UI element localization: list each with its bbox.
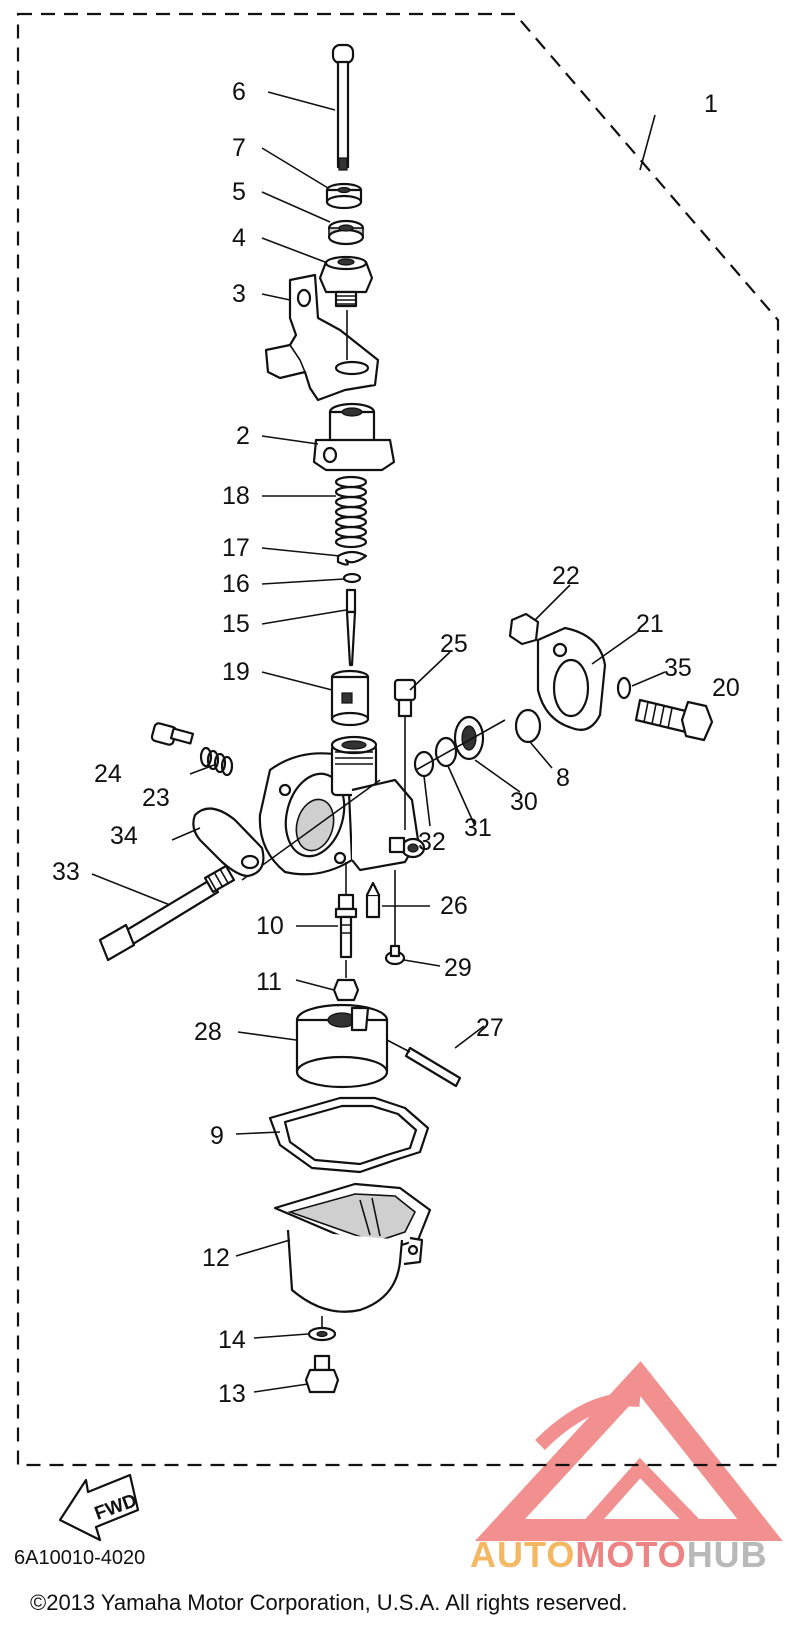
part-14-washer	[307, 1326, 337, 1342]
callout-2: 2	[236, 422, 250, 450]
callout-31: 31	[464, 814, 492, 842]
callout-32: 32	[418, 828, 446, 856]
part-2-chamber-top	[312, 402, 396, 472]
callout-8: 8	[556, 764, 570, 792]
part-18-spring	[334, 475, 368, 549]
brand-wordmark: AUTOMOTOHUB	[470, 1534, 768, 1576]
callout-3: 3	[232, 280, 246, 308]
callout-33: 33	[52, 858, 80, 886]
part-28-float	[295, 1003, 389, 1089]
callout-26: 26	[440, 892, 468, 920]
callout-labels: 1 6 7 5 4 3 2 18 17 16 15 19 22 21 25 35…	[52, 78, 740, 1408]
part-26-jet	[365, 881, 381, 919]
part-1-carburetor-body	[258, 735, 426, 876]
callout-14: 14	[218, 1326, 246, 1354]
callout-27: 27	[476, 1014, 504, 1042]
part-19-throttle-valve	[330, 669, 370, 727]
callout-20: 20	[712, 674, 740, 702]
callout-23: 23	[142, 784, 170, 812]
callout-22: 22	[552, 562, 580, 590]
part-11-main-jet	[332, 978, 360, 1002]
automotohub-logo	[474, 1361, 783, 1541]
part-13-drain-screw	[304, 1354, 340, 1394]
part-30-bushing	[453, 715, 485, 761]
callout-25: 25	[440, 630, 468, 658]
part-33-throttle-shaft	[98, 864, 236, 962]
callout-5: 5	[232, 178, 246, 206]
part-3-bracket	[264, 273, 380, 402]
callout-15: 15	[222, 610, 250, 638]
callout-21: 21	[636, 610, 664, 638]
part-27-pin	[404, 1046, 462, 1088]
part-16-clip	[342, 572, 362, 584]
callout-24: 24	[94, 760, 122, 788]
part-31-ring	[434, 736, 458, 768]
callout-19: 19	[222, 658, 250, 686]
part-15-jet-needle	[345, 588, 357, 667]
part-23-spring	[199, 746, 234, 777]
part-35-washer	[616, 676, 632, 700]
part-21-cable-bracket	[536, 626, 607, 731]
part-20-bolt	[634, 698, 714, 742]
callout-9: 9	[210, 1122, 224, 1150]
part-24-screw	[150, 722, 195, 746]
callout-6: 6	[232, 78, 246, 106]
callout-34: 34	[110, 822, 138, 850]
part-22-nut	[508, 612, 540, 646]
callout-35: 35	[664, 654, 692, 682]
part-32-washer	[413, 750, 435, 778]
diagram-code: 6A10010-4020	[14, 1547, 146, 1569]
callout-30: 30	[510, 788, 538, 816]
callout-18: 18	[222, 482, 250, 510]
callout-13: 13	[218, 1380, 246, 1408]
part-4-cap-nut	[318, 255, 374, 308]
part-12-float-bowl	[273, 1182, 432, 1313]
callout-7: 7	[232, 134, 246, 162]
copyright-notice: ©2013 Yamaha Motor Corporation, U.S.A. A…	[30, 1590, 628, 1615]
forward-arrow-icon: FWD	[58, 1473, 140, 1542]
part-8-o-ring	[514, 708, 542, 744]
part-7-cap	[325, 182, 363, 210]
callout-16: 16	[222, 570, 250, 598]
part-34-lever-plate	[192, 807, 265, 878]
callout-28: 28	[194, 1018, 222, 1046]
part-6-rod	[331, 43, 355, 171]
brand-part-1: AUTO	[470, 1534, 576, 1575]
callout-17: 17	[222, 534, 250, 562]
callout-leaders	[91, 91, 666, 1393]
callout-12: 12	[202, 1244, 230, 1272]
part-17-clip	[336, 550, 368, 566]
callout-11: 11	[256, 968, 282, 996]
part-10-main-nozzle	[334, 893, 358, 959]
assembly-boundary	[16, 12, 780, 1467]
callout-4: 4	[232, 224, 246, 252]
brand-part-2: MOTO	[575, 1534, 687, 1575]
part-29-screw	[384, 944, 406, 966]
brand-part-3: HUB	[686, 1534, 768, 1575]
part-25-screw	[393, 678, 417, 718]
part-9-gasket	[268, 1096, 430, 1174]
part-5-seal	[327, 219, 365, 246]
callout-10: 10	[256, 912, 284, 940]
callout-29: 29	[444, 954, 472, 982]
callout-1: 1	[704, 90, 718, 118]
